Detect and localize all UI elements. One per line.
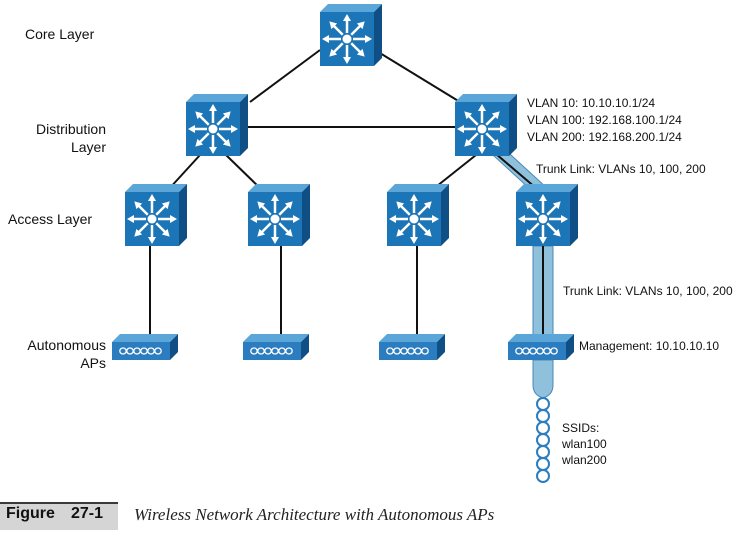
access-switch-4-icon — [516, 184, 578, 246]
figure-title: Wireless Network Architecture with Auton… — [134, 505, 495, 524]
access-point-3-icon — [378, 333, 446, 361]
access-layer-label: Access Layer — [8, 211, 93, 227]
autonomous-aps-label-line1: Autonomous — [27, 337, 106, 353]
vlan-200-info: VLAN 200: 192.168.200.1/24 — [527, 130, 682, 144]
figure-caption: Figure 27-1 Wireless Network Architectur… — [0, 500, 751, 539]
distribution-switch-left-icon — [186, 94, 248, 156]
distribution-switch-right-icon — [455, 94, 517, 156]
core-layer-label: Core Layer — [25, 26, 95, 42]
ssids-heading: SSIDs: — [562, 421, 600, 435]
links — [149, 49, 551, 334]
access-switch-2-icon — [248, 184, 310, 246]
autonomous-aps-label-line2: APs — [80, 355, 106, 371]
access-switch-3-icon — [387, 184, 449, 246]
wireless-beam — [532, 359, 554, 399]
figure-word: Figure — [6, 505, 55, 522]
access-point-4-icon — [507, 333, 575, 361]
distribution-layer-label-line2: Layer — [70, 139, 106, 155]
figure-label-box — [0, 502, 118, 530]
access-switch-1-icon — [125, 184, 187, 246]
trunk-link-lower-label: Trunk Link: VLANs 10, 100, 200 — [563, 284, 733, 298]
vlan-10-info: VLAN 10: 10.10.10.1/24 — [527, 96, 656, 110]
ssid-wlan200: wlan200 — [562, 453, 607, 467]
vlan-100-info: VLAN 100: 192.168.100.1/24 — [527, 113, 682, 127]
autonomous-aps-label: Autonomous APs — [0, 336, 106, 372]
distribution-layer-label: Distribution Layer — [5, 120, 106, 156]
management-label: Management: 10.10.10.10 — [579, 339, 720, 353]
ssid-wlan100: wlan100 — [562, 437, 607, 451]
access-point-2-icon — [242, 333, 310, 361]
wireless-signal-icon — [536, 397, 550, 483]
figure-number: 27-1 — [71, 505, 104, 522]
access-point-1-icon — [111, 333, 179, 361]
distribution-layer-label-line1: Distribution — [35, 121, 106, 137]
core-switch-icon — [320, 4, 382, 66]
trunk-link-upper-label: Trunk Link: VLANs 10, 100, 200 — [536, 162, 706, 176]
